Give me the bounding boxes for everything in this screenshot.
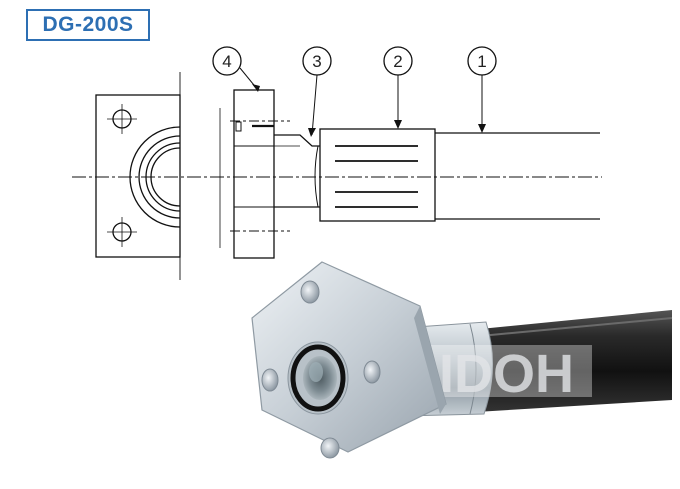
callout-2	[383, 46, 413, 129]
callout-3-number: 3	[312, 52, 321, 71]
bolt-hole-bottom-icon	[320, 437, 340, 459]
ferrule-drawing	[319, 128, 436, 222]
model-code-badge: DG-200S	[26, 9, 150, 41]
callout-1	[467, 46, 497, 133]
o-ring-icon	[290, 344, 346, 412]
flange-photo	[251, 261, 447, 453]
bolt-hole-right-icon	[363, 360, 381, 384]
hose-drawing	[435, 132, 600, 220]
callout-4-number: 4	[222, 52, 231, 71]
callout-2-number: 2	[393, 52, 402, 71]
bolt-hole-left-icon	[261, 368, 279, 392]
callout-3	[302, 46, 332, 137]
bolt-hole-top-icon	[300, 280, 320, 304]
product-illustration: AIDOH	[251, 261, 673, 459]
flange-front-view	[95, 72, 181, 280]
flange-side-view	[219, 89, 290, 259]
callout-1-number: 1	[477, 52, 486, 71]
line-drawing	[72, 46, 602, 280]
callout-4	[212, 46, 260, 92]
hose-photo	[470, 310, 672, 412]
shank-drawing	[274, 134, 320, 208]
